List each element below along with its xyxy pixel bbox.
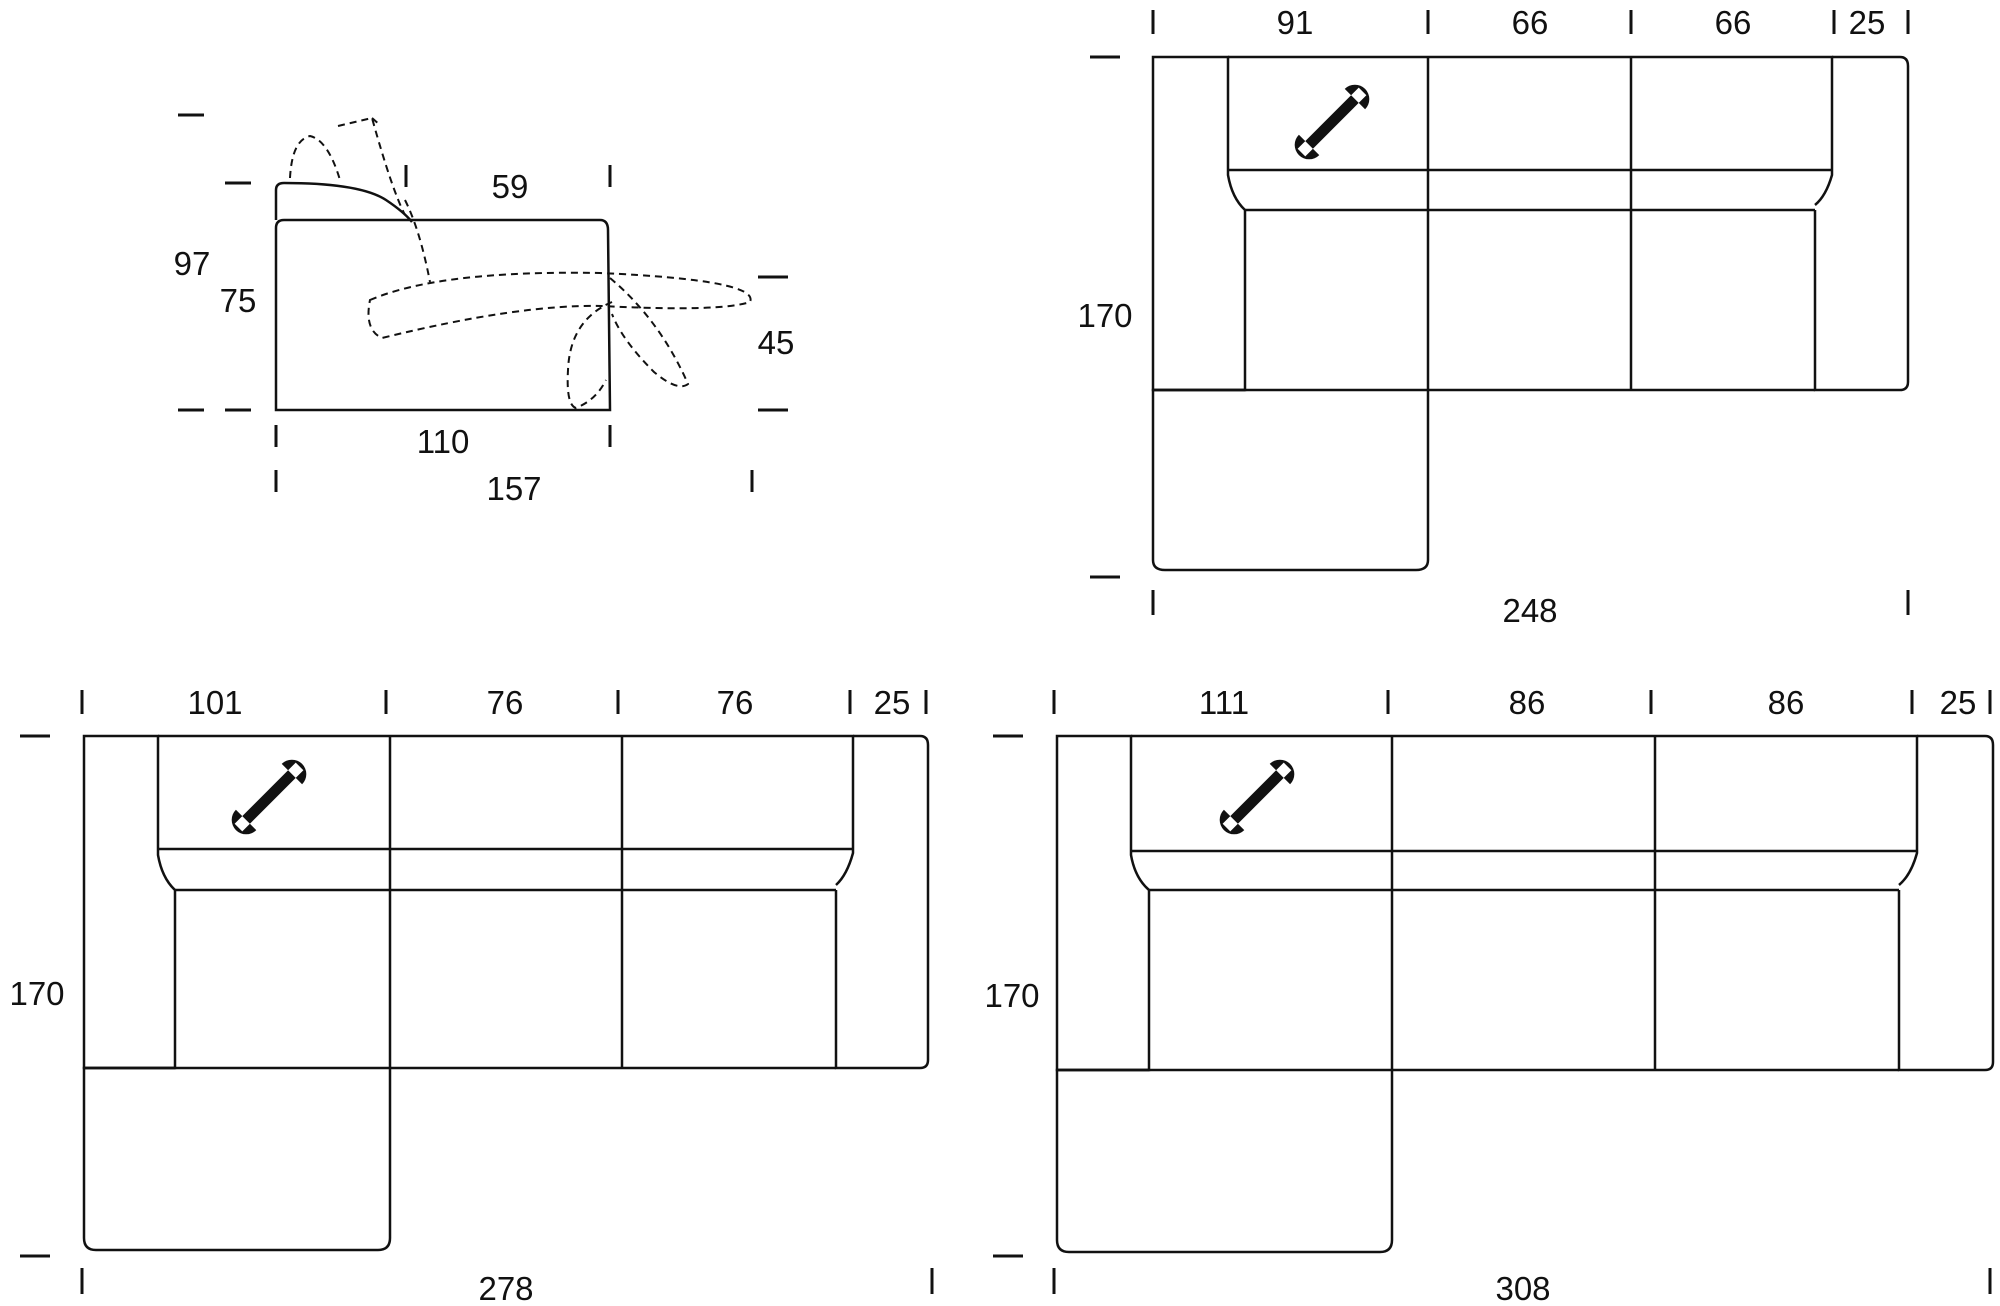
chaise-outline — [1151, 55, 1247, 392]
sofa-308-ticks — [993, 690, 1992, 1294]
side-seat-depth-label: 59 — [492, 168, 529, 205]
side-view-dimension-ticks — [178, 113, 788, 492]
sofa-plan-248 — [1151, 55, 1910, 572]
back-cushions — [158, 734, 855, 892]
armrest-right — [834, 734, 930, 1070]
sofa-278-ticks — [20, 690, 934, 1294]
module-width-label: 66 — [1512, 4, 1549, 41]
armrest-right — [1897, 734, 1995, 1072]
module-width-label: 76 — [487, 684, 524, 721]
depth-label: 170 — [984, 977, 1039, 1014]
chaise-seat — [82, 1066, 392, 1252]
sofa-248-ticks — [1090, 10, 1910, 615]
chaise-seat — [1055, 1068, 1394, 1254]
side-footrest-height-label: 45 — [758, 324, 795, 361]
module-width-label: 86 — [1768, 684, 1805, 721]
recline-indicator — [289, 116, 752, 410]
side-total-height-label: 97 — [174, 245, 211, 282]
chaise-seat — [1151, 388, 1430, 572]
module-width-label: 86 — [1509, 684, 1546, 721]
armrest-right — [1813, 55, 1910, 392]
module-width-label: 66 — [1715, 4, 1752, 41]
module-width-label: 25 — [874, 684, 911, 721]
total-width-label: 248 — [1502, 592, 1557, 629]
module-width-label: 111 — [1199, 684, 1249, 721]
module-width-label: 76 — [717, 684, 754, 721]
total-width-label: 308 — [1495, 1270, 1550, 1306]
side-view — [274, 116, 752, 412]
wrench-icon — [225, 753, 313, 841]
sofa-plan-308 — [1055, 734, 1995, 1254]
wrench-icon — [1213, 753, 1301, 841]
module-width-label: 101 — [187, 684, 242, 721]
backrest-cushion — [274, 181, 413, 223]
module-width-label: 91 — [1277, 4, 1314, 41]
chaise-outline — [1055, 734, 1151, 1072]
total-width-label: 278 — [478, 1270, 533, 1306]
module-width-label: 25 — [1849, 4, 1886, 41]
back-cushions — [1228, 55, 1834, 212]
side-extended-depth-label: 157 — [486, 470, 541, 507]
sofa-plan-278 — [82, 734, 930, 1252]
sofa-body — [274, 218, 612, 412]
module-width-label: 25 — [1940, 684, 1977, 721]
side-seat-height-label: 75 — [220, 282, 257, 319]
depth-label: 170 — [9, 975, 64, 1012]
chaise-outline — [82, 734, 177, 1070]
side-base-depth-label: 110 — [417, 423, 470, 460]
wrench-icon — [1288, 78, 1376, 166]
depth-label: 170 — [1077, 297, 1132, 334]
back-cushions — [1131, 734, 1919, 892]
